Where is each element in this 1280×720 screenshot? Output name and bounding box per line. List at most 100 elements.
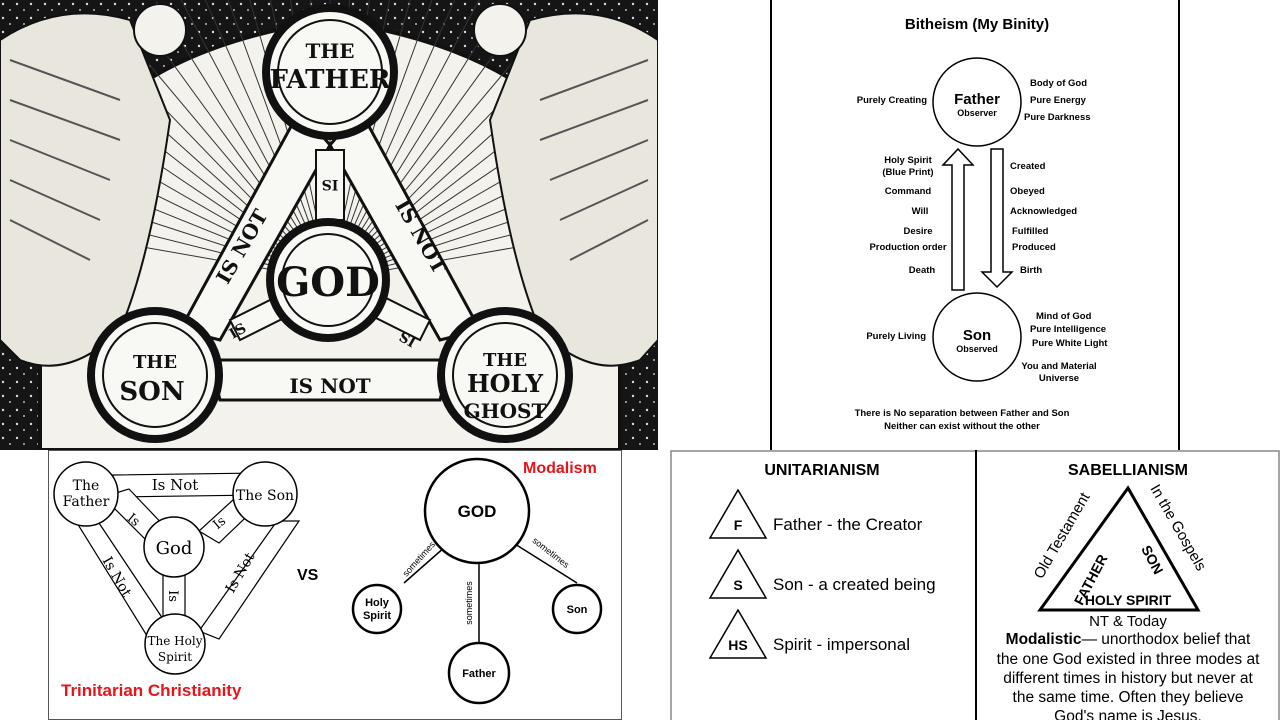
left-item-6: Production order <box>869 242 946 253</box>
father-right-2: Pure Energy <box>1030 95 1087 106</box>
sabellianism-title: SABELLIANISM <box>1068 462 1188 479</box>
modalistic-line-4: the same time. Often they believe <box>1013 689 1244 706</box>
son-left-text: Purely Living <box>866 331 926 342</box>
left-item-2: (Blue Print) <box>882 167 933 178</box>
trinity-god-circle <box>143 516 205 578</box>
modalistic-line-3: different times in history but never at <box>1003 670 1253 687</box>
shield-illustration: THE FATHER THE SON THE HOLY GHOST GOD IS… <box>0 0 658 450</box>
left-item-4: Will <box>912 206 929 217</box>
unitarian-letter-hs: HS <box>728 637 747 653</box>
triangle-spirit <box>708 608 768 659</box>
circle-son <box>87 307 223 443</box>
bitheism-panel: Bitheism (My Binity) Father Observer Son… <box>770 0 1180 450</box>
ghost-name: GHOST <box>464 399 547 423</box>
trinity-spirit-line1: The Holy <box>148 634 203 648</box>
circle-god <box>266 218 390 342</box>
modalism-father-label: Father <box>462 668 496 680</box>
footer-line-1: There is No separation between Father an… <box>855 408 1070 419</box>
modalistic-line-2: the one God existed in three modes at <box>997 651 1260 668</box>
father-sub: Observer <box>957 108 997 118</box>
circle-ghost <box>437 307 573 443</box>
unitarian-spirit-text: Spirit - impersonal <box>773 635 910 654</box>
trinity-is-bottom: Is <box>165 590 180 602</box>
triangle-son <box>708 548 768 599</box>
is-not-bottom: IS NOT <box>289 374 370 398</box>
up-arrow <box>941 147 975 291</box>
trinity-father-the: The <box>73 478 100 494</box>
band-father-god <box>315 149 345 221</box>
modalism-god-circle <box>423 457 531 565</box>
trinity-vs-modalism-diagram: The Father The Son God The Holy Spirit I… <box>53 457 603 705</box>
son-right-2: Pure Intelligence <box>1030 324 1106 335</box>
circle-father <box>262 4 398 140</box>
svg-text:Modalistic— unorthodox belief: Modalistic— unorthodox belief that <box>1006 631 1251 648</box>
footer-line-2: Neither can exist without the other <box>884 421 1040 432</box>
right-item-4: Fulfilled <box>1012 226 1049 237</box>
right-item-6: Birth <box>1020 265 1042 276</box>
sometimes-father: sometimes <box>464 581 474 625</box>
ghost-holy: HOLY <box>467 369 544 398</box>
trinity-father-name: Father <box>63 494 110 510</box>
modalism-god-label: GOD <box>458 502 497 521</box>
modalism-spirit-line2: Spirit <box>363 610 391 622</box>
unitarian-letter-f: F <box>734 517 743 533</box>
modalism-father-circle <box>447 641 511 705</box>
unitarian-father-text: Father - the Creator <box>773 515 923 534</box>
modalistic-term: Modalistic <box>1006 631 1082 648</box>
bitheism-title: Bitheism (My Binity) <box>905 16 1049 33</box>
son-the: THE <box>133 352 177 373</box>
nt-today-label: NT & Today <box>1089 613 1167 630</box>
unitarian-letter-s: S <box>733 577 742 593</box>
trinity-god-name: God <box>156 538 193 559</box>
link-god-son <box>506 538 578 584</box>
trinity-vs-modalism-panel: The Father The Son God The Holy Spirit I… <box>48 450 622 720</box>
modalism-son-circle <box>551 583 603 635</box>
unitarianism-title: UNITARIANISM <box>764 462 879 479</box>
left-item-3: Command <box>885 186 932 197</box>
father-circle <box>932 57 1022 147</box>
son-below-1: You and Material <box>1021 361 1096 372</box>
son-right-1: Mind of God <box>1036 311 1092 322</box>
god-name: GOD <box>276 259 380 306</box>
triangle-father <box>708 488 768 539</box>
son-below-2: Universe <box>1039 373 1079 384</box>
trinity-son-name: The Son <box>236 488 294 504</box>
unitarian-sabellian-diagram: UNITARIANISM F S HS Father - the Creator… <box>670 450 1280 720</box>
modalistic-line-1: — unorthodox belief that <box>1081 631 1251 648</box>
father-the: THE <box>305 39 354 63</box>
modalism-spirit-circle <box>351 583 403 635</box>
trinity-is-not-top: Is Not <box>152 476 199 494</box>
sabellian-triangle <box>1037 485 1201 612</box>
left-item-7: Death <box>909 265 936 276</box>
son-right-3: Pure White Light <box>1032 338 1108 349</box>
shield-of-trinity-panel: THE FATHER THE SON THE HOLY GHOST GOD IS… <box>0 0 658 450</box>
modalism-son-label: Son <box>567 604 588 616</box>
father-left-text: Purely Creating <box>857 95 927 106</box>
unitarian-sabellian-panel: UNITARIANISM F S HS Father - the Creator… <box>670 450 1280 720</box>
ghost-the: THE <box>483 350 527 371</box>
son-sub: Observed <box>956 344 998 354</box>
son-circle <box>932 292 1022 382</box>
modalism-title: Modalism <box>523 460 597 477</box>
right-angel <box>473 3 658 367</box>
trinitarian-caption: Trinitarian Christianity <box>61 681 242 700</box>
left-item-1: Holy Spirit <box>884 155 932 166</box>
bitheism-diagram: Bitheism (My Binity) Father Observer Son… <box>855 16 1109 432</box>
father-label: Father <box>954 91 1000 108</box>
trinity-son-circle <box>232 461 298 527</box>
father-right-1: Body of God <box>1030 78 1087 89</box>
vs-label: VS <box>297 567 319 584</box>
left-angel <box>0 3 187 367</box>
modalism-spirit-line1: Holy <box>365 597 390 609</box>
son-name: SON <box>119 377 184 407</box>
right-item-5: Produced <box>1012 242 1056 253</box>
right-item-1: Created <box>1010 161 1046 172</box>
is-top: IS <box>322 176 339 192</box>
down-arrow <box>980 148 1014 289</box>
sometimes-son: sometimes <box>531 535 572 570</box>
unitarian-son-text: Son - a created being <box>773 575 936 594</box>
father-name: FATHER <box>269 65 390 95</box>
inner-spirit: HOLY SPIRIT <box>1085 592 1172 608</box>
son-label: Son <box>963 327 991 344</box>
father-right-3: Pure Darkness <box>1024 112 1091 123</box>
